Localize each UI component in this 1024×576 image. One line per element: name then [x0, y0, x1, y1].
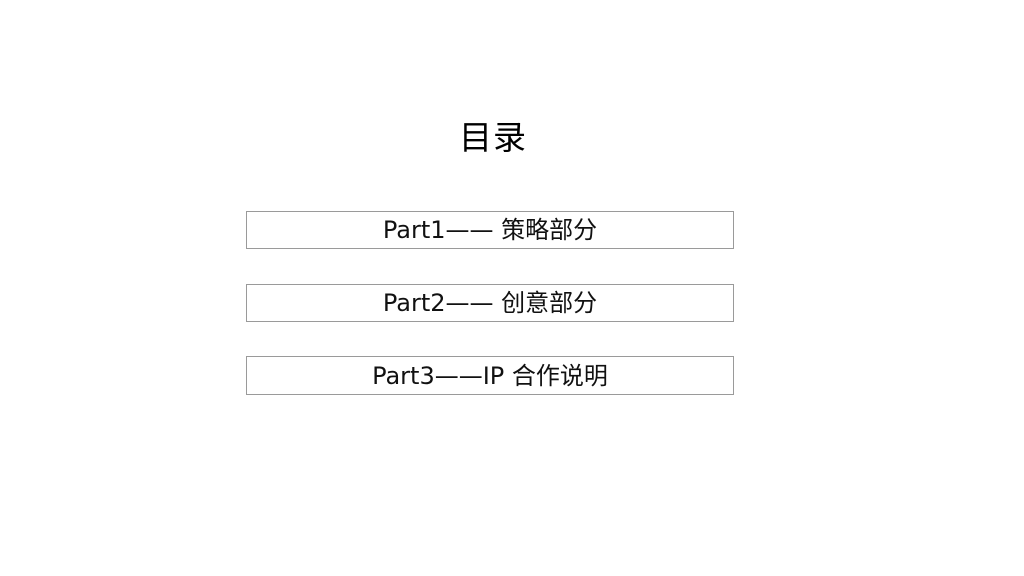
toc-item-part1-strategy[interactable]: Part1—— 策略部分	[246, 211, 734, 249]
toc-item-label: Part1—— 策略部分	[382, 216, 598, 244]
toc-item-label: Part3——IP 合作说明	[372, 361, 608, 390]
toc-item-label: Part2—— 创意部分	[382, 289, 598, 317]
toc-item-part2-creative[interactable]: Part2—— 创意部分	[246, 284, 734, 322]
toc-item-part3-ip-cooperation[interactable]: Part3——IP 合作说明	[246, 356, 734, 395]
page-title: 目录	[459, 118, 527, 157]
